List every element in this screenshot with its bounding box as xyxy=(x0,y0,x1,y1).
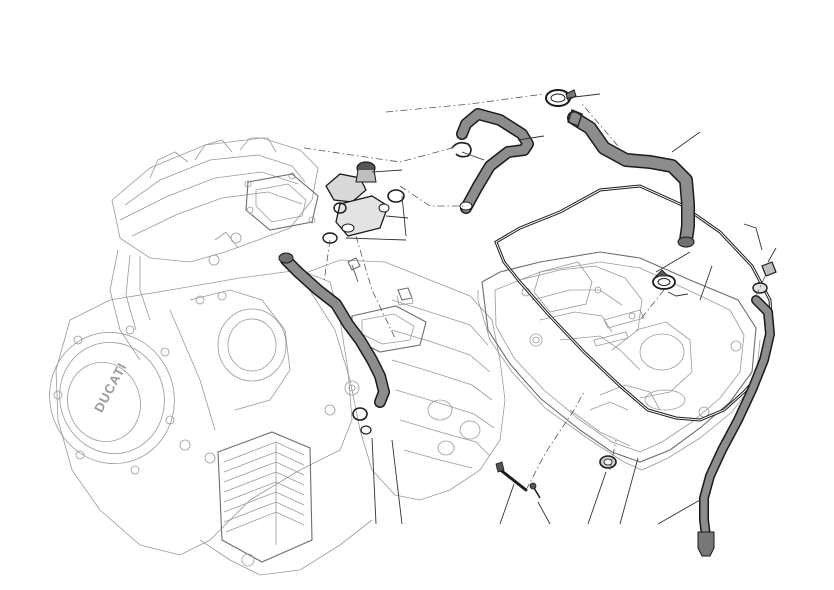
leader-lines xyxy=(345,93,777,525)
fittings-right xyxy=(752,261,777,294)
valve-cover-gasket xyxy=(494,184,774,422)
oil-breather-hose-center xyxy=(278,252,390,408)
spring-clip-oring xyxy=(387,189,405,203)
hose-clamp-valve xyxy=(322,202,347,244)
valve-cover xyxy=(477,251,761,471)
oil-separator-valve xyxy=(325,161,390,237)
small-screw xyxy=(529,482,541,499)
assembly-guide-lines xyxy=(303,93,767,491)
drain-hose-right xyxy=(697,295,775,557)
engine-block: DUCATI xyxy=(49,137,506,576)
ducati-logo: DUCATI xyxy=(91,360,130,415)
hose-clamp-top xyxy=(545,89,577,107)
hose-clamp-cover xyxy=(652,269,676,290)
spring-clip-upper xyxy=(451,141,472,158)
long-bolt xyxy=(495,461,528,492)
hose-clamp-lower xyxy=(599,455,617,469)
breather-hose-top-right xyxy=(567,109,695,248)
hose-clamp-center xyxy=(352,407,372,435)
breather-hose-top-left xyxy=(456,108,534,214)
